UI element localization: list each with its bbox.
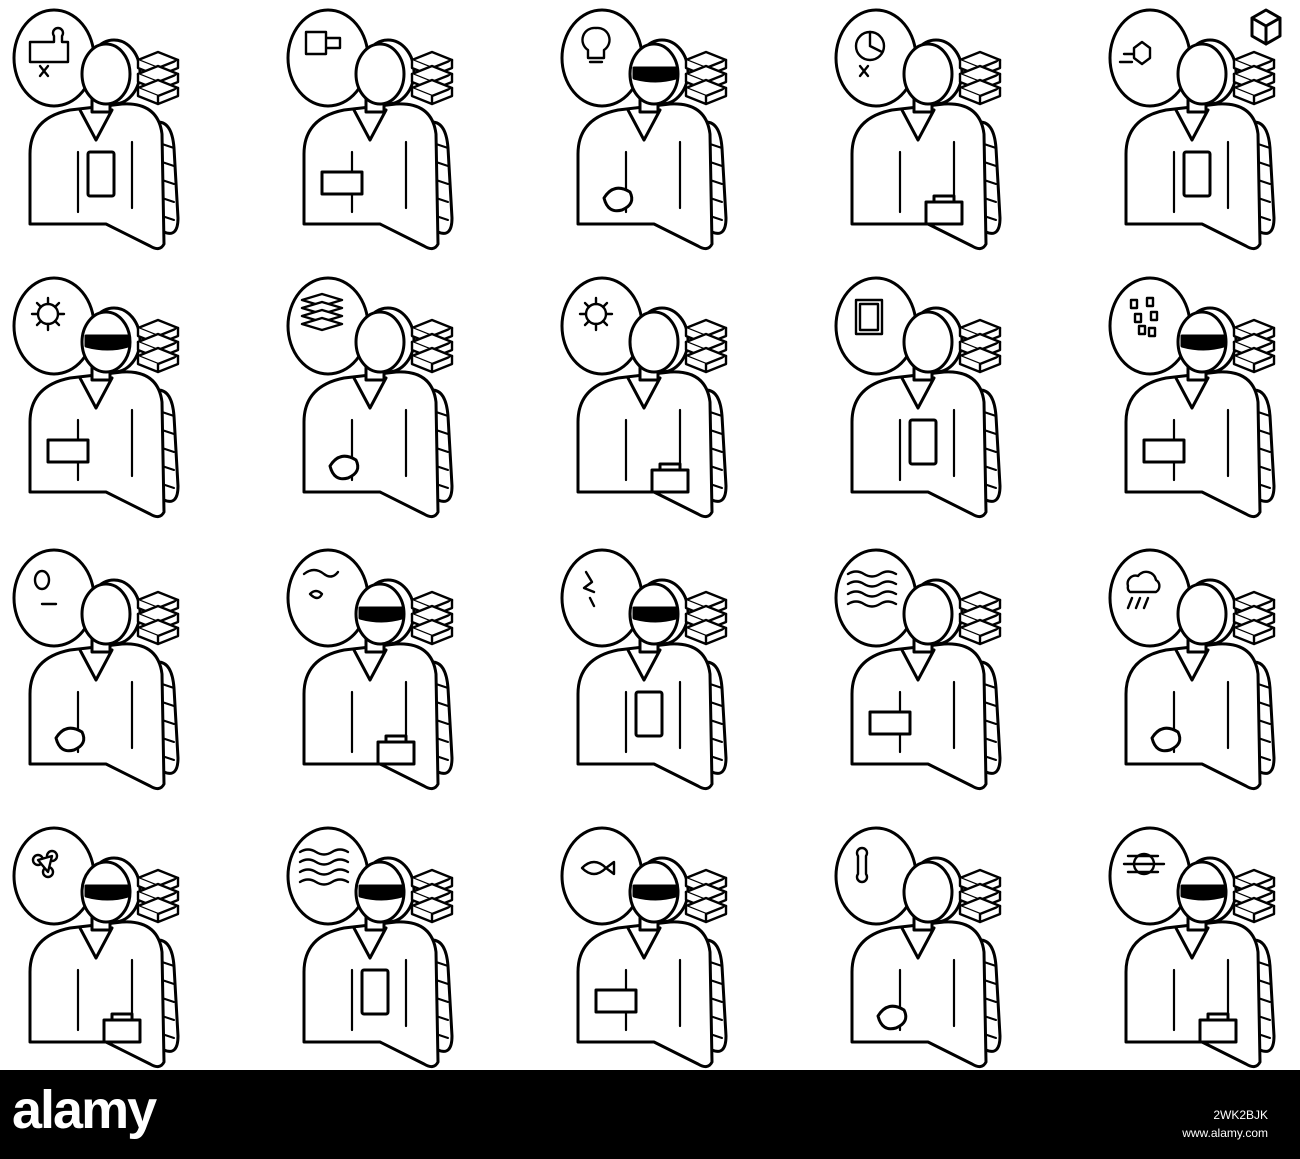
goggles-icon bbox=[632, 884, 678, 901]
isometric-block-icon bbox=[958, 50, 1002, 106]
goggles-icon bbox=[358, 606, 404, 623]
people-icon bbox=[31, 849, 59, 879]
chart-scientist-icon bbox=[834, 8, 1002, 251]
data-scientist-icon bbox=[1108, 276, 1276, 519]
engineer-scientist-icon bbox=[560, 276, 728, 519]
bone-icon bbox=[855, 846, 869, 884]
goggles-icon bbox=[1180, 334, 1226, 351]
bulb-icon bbox=[581, 26, 611, 64]
social-scientist-icon bbox=[12, 826, 180, 1069]
planet-icon bbox=[1122, 852, 1166, 876]
molecule-icon bbox=[1118, 40, 1152, 66]
paleontologist-icon bbox=[834, 826, 1002, 1069]
cloud-icon bbox=[1126, 570, 1161, 610]
isometric-block-icon bbox=[410, 318, 454, 374]
gear-icon bbox=[30, 296, 66, 332]
goggles-icon bbox=[84, 334, 130, 351]
gear-icon bbox=[578, 296, 614, 332]
isometric-block-icon bbox=[684, 868, 728, 924]
gear-scientist-icon bbox=[12, 276, 180, 519]
waves-icon bbox=[298, 848, 350, 886]
face-icon bbox=[33, 569, 58, 606]
scientist-isometric-icon-grid bbox=[12, 8, 1282, 1069]
isometric-block-icon bbox=[1232, 318, 1276, 374]
weather-scientist-icon bbox=[1108, 548, 1276, 791]
isometric-block-icon bbox=[136, 318, 180, 374]
isometric-block-icon bbox=[684, 590, 728, 646]
map-scientist-icon bbox=[286, 548, 454, 791]
isometric-block-icon bbox=[684, 318, 728, 374]
isometric-block-icon bbox=[136, 590, 180, 646]
goggles-icon bbox=[632, 66, 678, 83]
ocean-scientist-icon bbox=[834, 548, 1002, 791]
emotion-scientist-icon bbox=[12, 548, 180, 791]
isometric-block-icon bbox=[958, 590, 1002, 646]
goggles-icon bbox=[358, 884, 404, 901]
isometric-block-icon bbox=[410, 590, 454, 646]
puzzle-scientist-icon bbox=[12, 8, 180, 251]
puzzle-icon bbox=[28, 26, 70, 78]
physics-scientist-icon bbox=[560, 548, 728, 791]
stock-image-id: 2WK2BJK bbox=[1213, 1108, 1268, 1122]
layers-scientist-icon bbox=[286, 276, 454, 519]
marine-scientist-icon bbox=[286, 826, 454, 1069]
fish-scientist-icon bbox=[560, 826, 728, 1069]
goggles-icon bbox=[84, 884, 130, 901]
microscope-icon bbox=[304, 30, 342, 56]
isometric-block-icon bbox=[958, 868, 1002, 924]
isometric-block-icon bbox=[1232, 868, 1276, 924]
fish-icon bbox=[580, 860, 616, 876]
dots-icon bbox=[1129, 296, 1159, 338]
goggles-icon bbox=[632, 606, 678, 623]
pie-icon bbox=[854, 30, 886, 78]
map-icon bbox=[302, 568, 340, 600]
waves-icon bbox=[846, 570, 898, 608]
isometric-block-icon bbox=[684, 50, 728, 106]
isometric-block-icon bbox=[136, 868, 180, 924]
source-url: www.alamy.com bbox=[1182, 1126, 1268, 1140]
goggles-icon bbox=[1180, 884, 1226, 901]
isometric-block-icon bbox=[136, 50, 180, 106]
microscope-scientist-icon bbox=[286, 8, 454, 251]
watermark-footer: alamy 2WK2BJK www.alamy.com bbox=[0, 1070, 1300, 1159]
book-scientist-icon bbox=[834, 276, 1002, 519]
isometric-block-icon bbox=[1232, 50, 1276, 106]
alamy-logo: alamy bbox=[12, 1080, 157, 1140]
idea-scientist-icon bbox=[560, 8, 728, 251]
isometric-block-icon bbox=[1232, 590, 1276, 646]
book-icon bbox=[854, 298, 884, 336]
isometric-block-icon bbox=[958, 318, 1002, 374]
isometric-block-icon bbox=[410, 868, 454, 924]
isometric-block-icon bbox=[410, 50, 454, 106]
wave-icon bbox=[582, 570, 596, 608]
molecule-scientist-icon bbox=[1108, 8, 1276, 251]
layers-icon bbox=[300, 292, 344, 332]
astronomy-scientist-icon bbox=[1108, 826, 1276, 1069]
small-cube-icon bbox=[1250, 8, 1282, 46]
